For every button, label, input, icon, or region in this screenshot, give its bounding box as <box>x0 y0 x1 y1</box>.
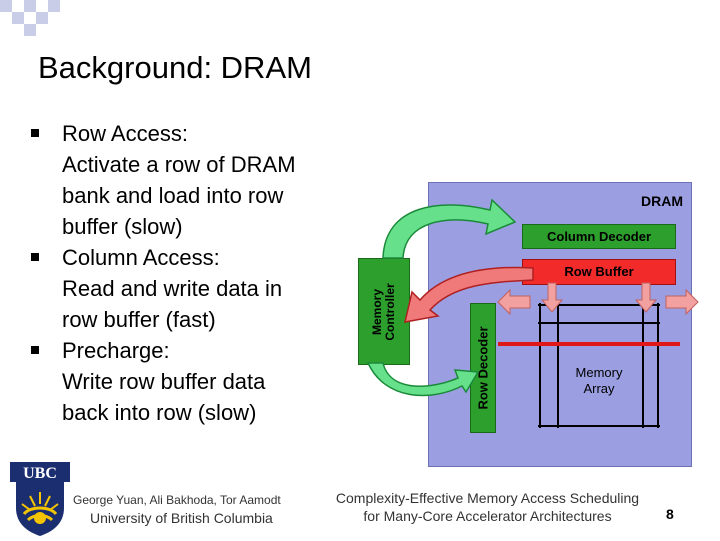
bullet-line: Read and write data in <box>62 276 283 301</box>
ubc-crest-icon: UBC <box>10 462 70 536</box>
bullet-head: Row Access: <box>62 121 188 146</box>
bullet-line: row buffer (fast) <box>62 307 216 332</box>
page-number: 8 <box>666 506 674 522</box>
logo-text: UBC <box>23 465 57 482</box>
bullet-line: buffer (slow) <box>62 214 183 239</box>
row-decoder: Row Decoder <box>470 303 496 433</box>
bullet-precharge: Precharge: Write row buffer data back in… <box>28 335 338 428</box>
precharge-arrows-icon <box>497 282 699 316</box>
corner-decoration <box>0 0 80 40</box>
column-access-arrow-icon <box>382 198 517 259</box>
ubc-logo: UBC <box>10 462 70 536</box>
bullet-marker-icon <box>31 346 39 354</box>
data-return-arrow-icon <box>404 266 534 323</box>
bullet-column-access: Column Access: Read and write data in ro… <box>28 242 338 335</box>
bullet-head: Column Access: <box>62 245 220 270</box>
memory-array-label: Memory Array <box>538 365 660 397</box>
dram-label: DRAM <box>641 193 683 209</box>
bullet-marker-icon <box>31 253 39 261</box>
footer-authors: George Yuan, Ali Bakhoda, Tor Aamodt <box>73 493 281 507</box>
slide-title: Background: DRAM <box>38 50 312 85</box>
memory-array-label-line: Memory <box>575 365 623 380</box>
bullet-line: bank and load into row <box>62 183 284 208</box>
footer-paper-line: Complexity-Effective Memory Access Sched… <box>335 490 640 506</box>
bullet-line: back into row (slow) <box>62 400 257 425</box>
bullet-list: Row Access: Activate a row of DRAM bank … <box>28 118 338 428</box>
row-buffer: Row Buffer <box>522 259 676 285</box>
bullet-line: Write row buffer data <box>62 369 266 394</box>
column-decoder: Column Decoder <box>522 224 676 249</box>
memory-array-label-line: Array <box>583 381 615 396</box>
footer-paper-line: for Many-Core Accelerator Architectures <box>363 508 612 524</box>
bullet-head: Precharge: <box>62 338 170 363</box>
memory-array: Memory Array <box>538 303 660 428</box>
row-access-arrow-icon <box>366 362 480 397</box>
footer-university: University of British Columbia <box>90 510 273 526</box>
bullet-line: Activate a row of DRAM <box>62 152 296 177</box>
footer-paper-title: Complexity-Effective Memory Access Sched… <box>320 489 655 525</box>
bullet-row-access: Row Access: Activate a row of DRAM bank … <box>28 118 338 242</box>
bullet-marker-icon <box>31 129 39 137</box>
